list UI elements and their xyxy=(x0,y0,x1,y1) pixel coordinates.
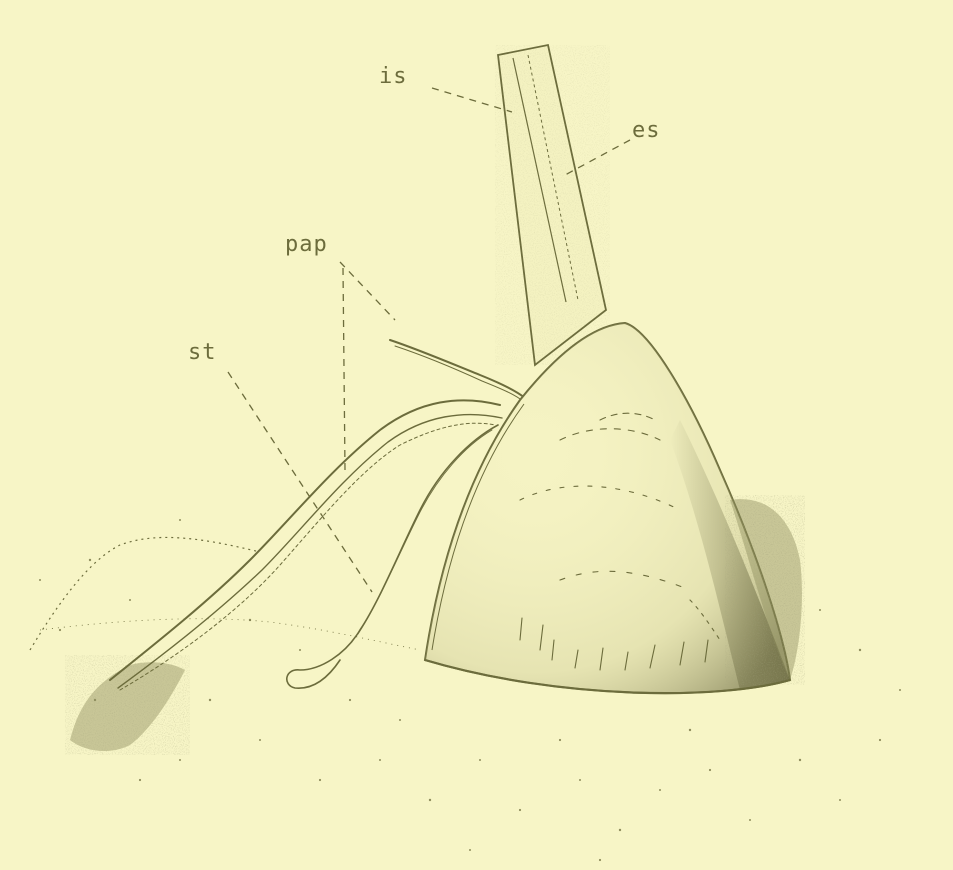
label-pap: pap xyxy=(285,234,328,256)
label-is: is xyxy=(379,66,408,88)
bell-body xyxy=(425,323,805,693)
tube xyxy=(495,45,610,365)
leader-pap-b xyxy=(343,268,345,470)
stalk-base-grain xyxy=(65,655,190,755)
ground-contour-lower xyxy=(40,619,420,650)
ground-contour xyxy=(30,537,260,650)
label-st: st xyxy=(188,342,217,364)
leader-pap-a xyxy=(340,262,395,320)
label-es: es xyxy=(632,120,661,142)
